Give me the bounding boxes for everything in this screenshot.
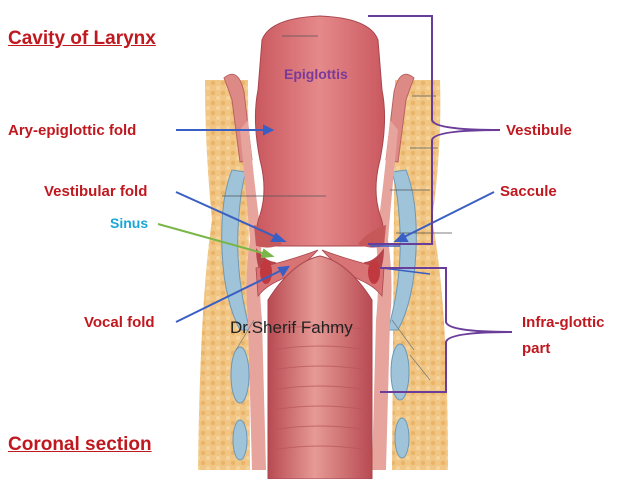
- structure-lines: [235, 319, 431, 381]
- infraglottic-tube: [267, 255, 373, 479]
- epiglottis-vestibule: [254, 15, 386, 247]
- vestibular-fold-right: [358, 225, 386, 248]
- label-saccule: Saccule: [500, 183, 557, 200]
- cricoid-cartilage-left: [230, 346, 250, 404]
- lining-wall-right: [372, 120, 398, 470]
- arrow-vocal-fold: [175, 265, 290, 323]
- cricoid-cartilage-right: [390, 343, 410, 401]
- label-vestibular-fold: Vestibular fold: [44, 183, 148, 200]
- label-infra-glottic-part: part: [522, 340, 551, 357]
- vocalis-muscle-right: [368, 260, 380, 284]
- author-credit: Dr.Sherif Fahmy: [230, 318, 353, 337]
- arrow-sinus: [157, 223, 275, 259]
- tracheal-ring-right: [394, 417, 410, 459]
- vestibule-bracket: [368, 15, 501, 245]
- tracheal-folds: [271, 325, 369, 451]
- page-title: Cavity of Larynx: [8, 28, 156, 49]
- pointer-lines: [222, 35, 452, 234]
- lining-wall-left: [240, 120, 266, 470]
- label-ary-epiglottic-fold: Ary-epiglottic fold: [8, 122, 137, 139]
- infraglottic-bracket: [380, 267, 513, 393]
- arrow-ary-epiglottic: [176, 124, 275, 136]
- tracheal-ring-left: [232, 419, 248, 461]
- thyroid-cartilage-left: [221, 169, 251, 331]
- label-epiglottis: Epiglottis: [284, 66, 348, 82]
- arrow-vestibular: [175, 191, 287, 242]
- label-sinus: Sinus: [110, 215, 149, 231]
- arrow-saccule: [393, 191, 495, 242]
- label-vocal-fold: Vocal fold: [84, 314, 155, 331]
- section-caption: Coronal section: [8, 434, 152, 455]
- label-vestibule: Vestibule: [506, 122, 572, 139]
- label-infra-glottic: Infra-glottic: [522, 314, 605, 331]
- vocalis-muscle-left: [260, 260, 272, 284]
- thyroid-cartilage-right: [387, 169, 417, 331]
